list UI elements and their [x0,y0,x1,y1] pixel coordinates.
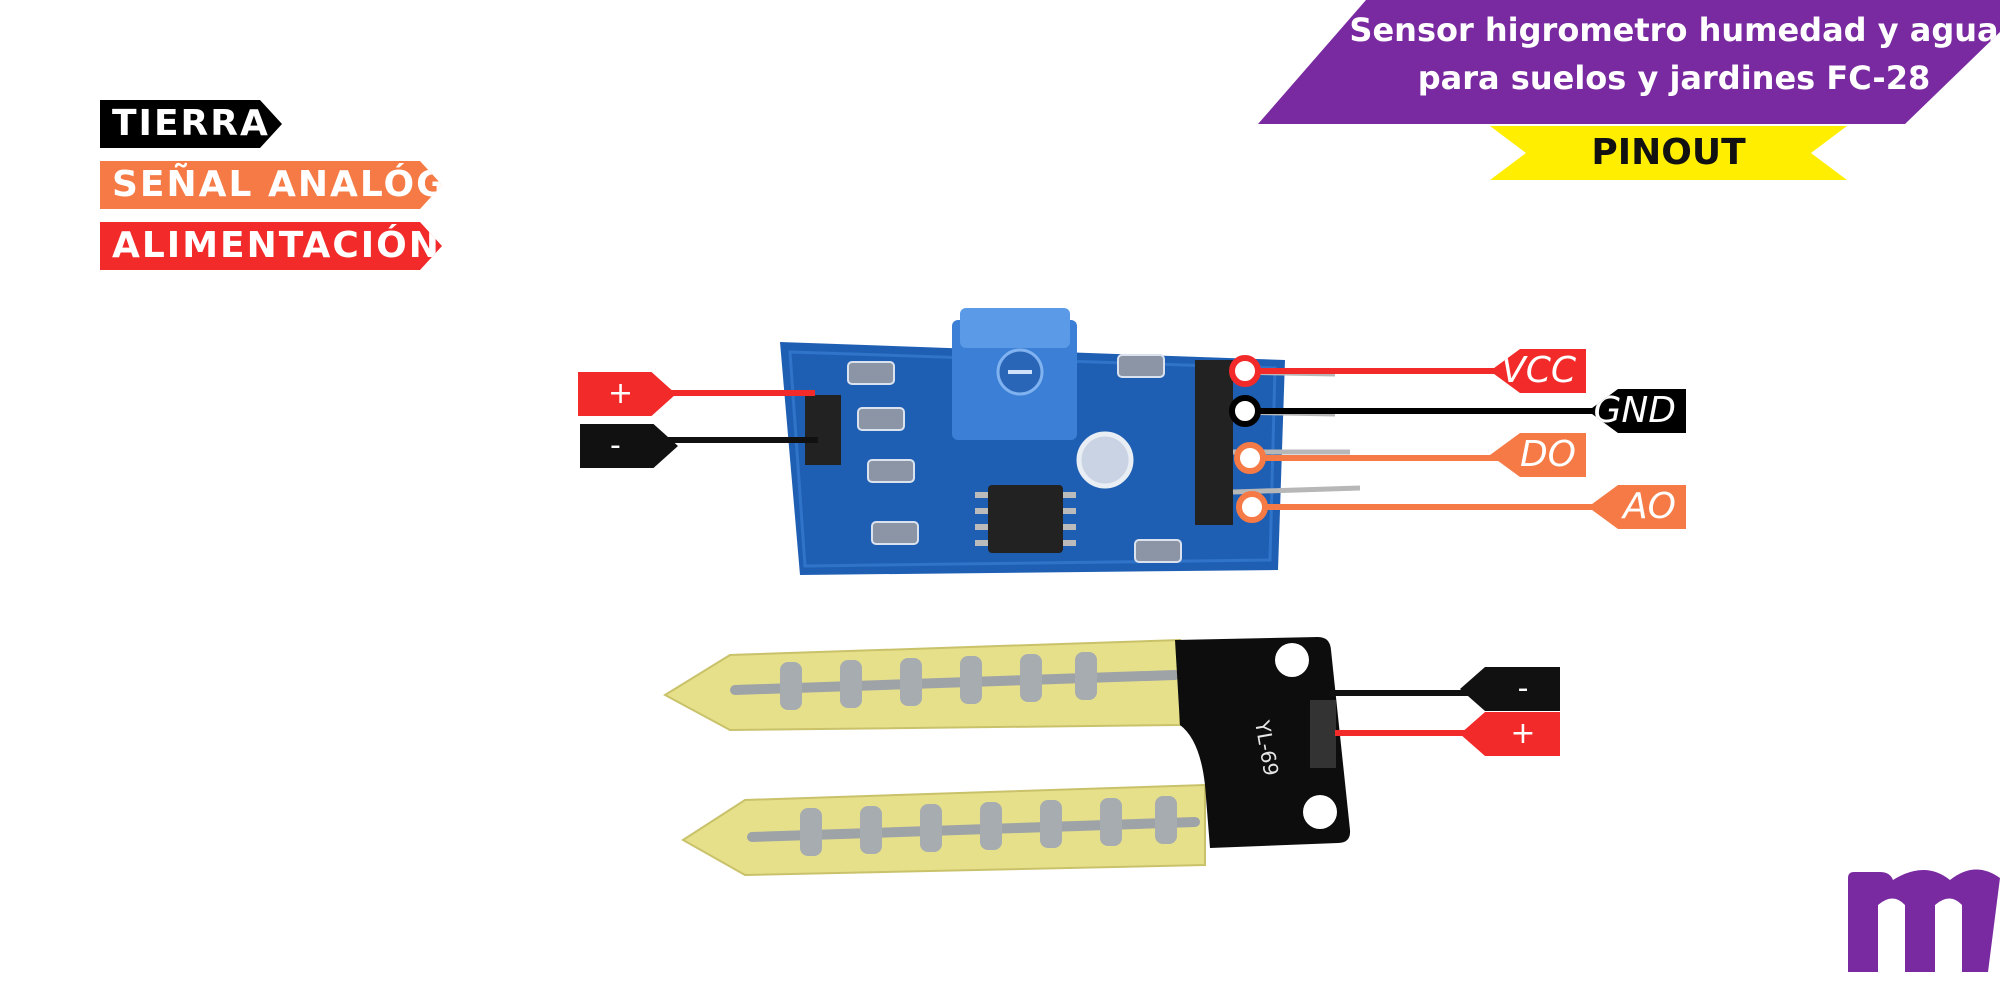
probe-plus-label: + [1510,716,1536,751]
module-minus-label: - [610,428,621,463]
legend-analog-label: SEÑAL ANALÓGA [112,164,478,205]
pin-vcc-text: VCC [1501,350,1576,391]
probe-hole-top [1275,643,1309,677]
probe-hole-bottom [1303,795,1337,829]
do-pin-marker [1234,442,1266,474]
comparator-chip [988,485,1063,553]
module-input-header [805,395,841,465]
legend-power: ALIMENTACIÓN [100,222,442,270]
module-pcb [780,342,1285,575]
control-module [780,308,1361,575]
pinout-label: PINOUT [1591,132,1746,173]
pin-ao-text: AO [1623,486,1676,527]
module-pin-wires [1229,355,1600,523]
gnd-pin-marker [1229,395,1261,427]
pin-label-gnd: GND [1588,389,1686,433]
brand-logo [1848,869,2000,972]
probe-minus-label: - [1517,671,1529,706]
module-plus-label: + [608,376,634,411]
legend-power-label: ALIMENTACIÓN [112,225,441,266]
soil-probe: YL-69 [662,637,1351,877]
legend-analog-signal: SEÑAL ANALÓGA [100,161,442,209]
title-banner: Sensor higrometro humedad y agua para su… [1258,0,2000,124]
ao-pin-marker [1236,491,1268,523]
probe-header [1310,700,1336,768]
legend-ground-label: TIERRA [112,103,270,144]
module-pcb-edge [788,350,1277,568]
potentiometer-top [960,308,1070,348]
title-line-1: Sensor higrometro humedad y agua [1349,11,1999,49]
probe-pads [780,652,1177,856]
legend-ground: TIERRA [100,100,282,148]
smd-components [847,354,1182,563]
pinout-banner: PINOUT [1490,126,1847,180]
pin-do-text: DO [1519,434,1576,475]
probe-head [1175,637,1351,848]
chip-pins [975,492,1076,546]
logo-icon [1848,869,2000,972]
module-mounting-hole [1076,431,1134,489]
vcc-pin-marker [1229,355,1261,387]
module-output-header [1195,360,1233,525]
title-line-2: para suelos y jardines FC-28 [1417,59,1931,97]
